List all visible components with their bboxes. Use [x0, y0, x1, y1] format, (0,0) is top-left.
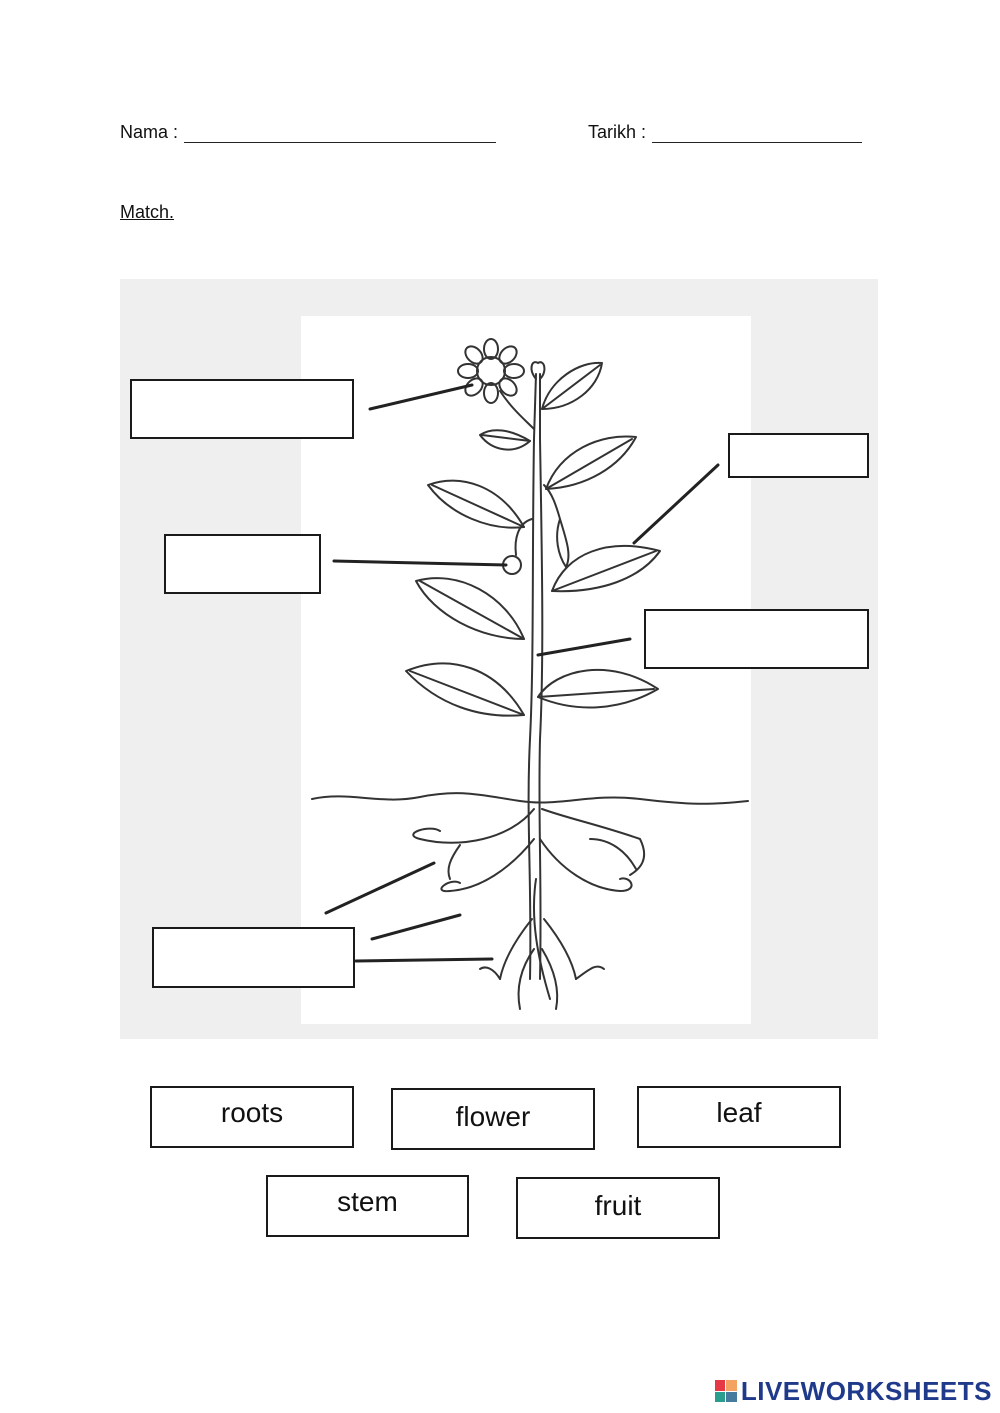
leader-lines: [324, 383, 720, 963]
word-card-roots[interactable]: roots: [150, 1086, 354, 1148]
fruit-stalk: [514, 518, 533, 556]
leaves-drawing: [405, 361, 661, 717]
stem-line: [527, 373, 537, 980]
liveworksheets-logo-icon: [714, 1380, 737, 1402]
word-card-stem[interactable]: stem: [266, 1175, 469, 1237]
date-field: Tarikh :: [588, 122, 863, 143]
bud-drawing: [530, 361, 546, 380]
answer-box-leaf[interactable]: [728, 433, 869, 478]
roots-drawing: [412, 808, 646, 1010]
name-blank-line[interactable]: [184, 124, 497, 143]
leader-roots-2: [370, 913, 462, 941]
brand-text: LIVEWORKSHEETS: [740, 1375, 992, 1406]
leader-flower: [368, 383, 474, 411]
name-label: Nama :: [120, 122, 179, 142]
plant-diagram: [120, 279, 878, 1039]
ground-line: [311, 792, 749, 805]
illustration-panel: [301, 316, 751, 1024]
leader-fruit: [332, 559, 508, 567]
flower-drawing: [457, 338, 535, 430]
leader-stem: [536, 637, 632, 657]
word-card-fruit[interactable]: fruit: [516, 1177, 720, 1239]
instruction-text: Match.: [120, 202, 175, 222]
plant-illustration: [301, 316, 751, 1024]
leader-leaf: [632, 463, 720, 545]
answer-box-fruit[interactable]: [164, 534, 321, 594]
answer-box-stem[interactable]: [644, 609, 869, 669]
hanging-bud-drawing: [543, 484, 570, 568]
date-label: Tarikh :: [588, 122, 647, 142]
word-card-flower[interactable]: flower: [391, 1088, 595, 1150]
stem-line-2: [538, 373, 544, 980]
liveworksheets-branding: LIVEWORKSHEETS: [714, 1375, 992, 1406]
leader-roots-3: [354, 957, 494, 963]
answer-box-roots[interactable]: [152, 927, 355, 988]
word-card-leaf[interactable]: leaf: [637, 1086, 841, 1148]
leader-roots-1: [324, 861, 436, 915]
name-field: Nama :: [120, 122, 497, 143]
answer-box-flower[interactable]: [130, 379, 354, 439]
date-blank-line[interactable]: [652, 124, 863, 143]
